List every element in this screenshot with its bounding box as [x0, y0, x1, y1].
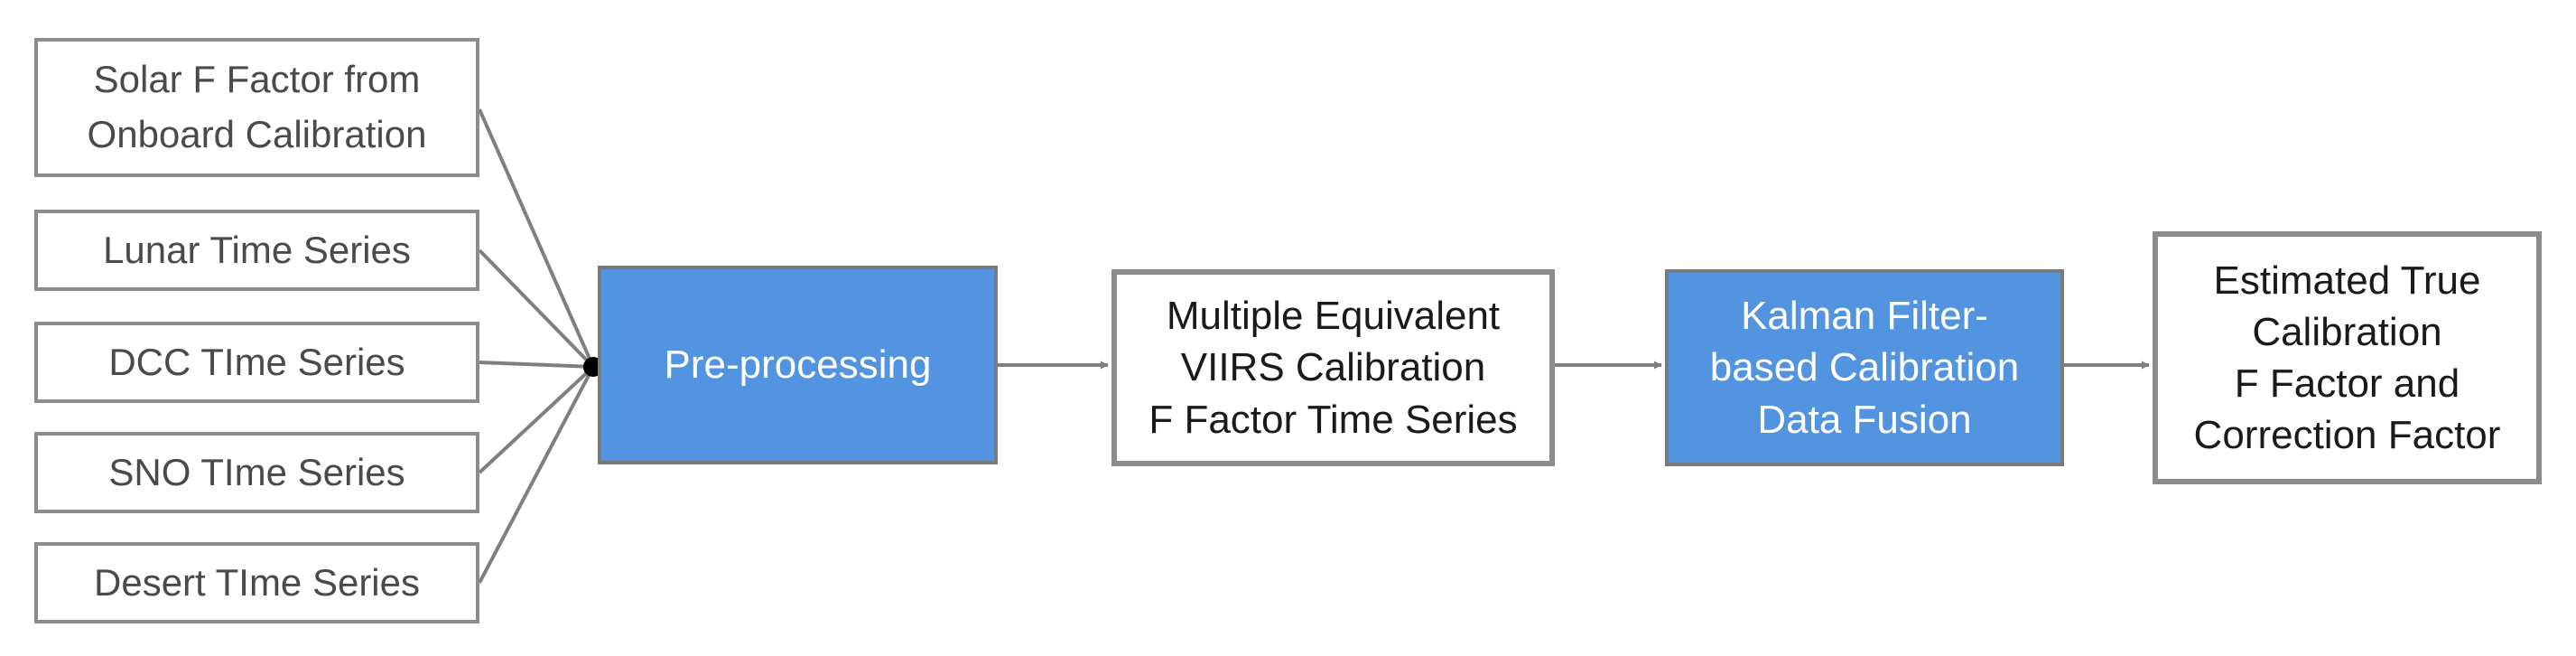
- kalman-fusion-label: Kalman Filter- based Calibration Data Fu…: [1709, 294, 2020, 442]
- preprocessing-label: Pre-processing: [664, 342, 932, 388]
- equivalent-series-label: Multiple Equivalent VIIRS Calibration F …: [1149, 294, 1518, 442]
- input-dcc-time-series: DCC TIme Series: [34, 322, 479, 403]
- kalman-fusion-step: Kalman Filter- based Calibration Data Fu…: [1665, 269, 2064, 466]
- input-sno-time-series-label: SNO TIme Series: [108, 450, 405, 493]
- input-lunar-time-series-label: Lunar Time Series: [103, 228, 411, 271]
- input-desert-time-series: Desert TIme Series: [34, 542, 479, 623]
- connector-dcc-to-junction: [479, 361, 594, 369]
- estimated-output-label: Estimated True Calibration F Factor and …: [2193, 258, 2501, 458]
- input-sno-time-series: SNO TIme Series: [34, 432, 479, 513]
- estimated-output-step: Estimated True Calibration F Factor and …: [2153, 231, 2542, 484]
- connector-lunar-to-junction: [478, 248, 595, 369]
- input-desert-time-series-label: Desert TIme Series: [94, 560, 420, 604]
- input-solar-f-factor: Solar F Factor from Onboard Calibration: [34, 38, 479, 177]
- connector-desert-to-junction: [478, 366, 595, 584]
- connector-solar-to-junction: [478, 108, 595, 368]
- input-lunar-time-series: Lunar Time Series: [34, 210, 479, 291]
- equivalent-series-step: Multiple Equivalent VIIRS Calibration F …: [1111, 269, 1555, 466]
- input-solar-f-factor-label: Solar F Factor from Onboard Calibration: [87, 58, 427, 155]
- input-dcc-time-series-label: DCC TIme Series: [108, 340, 405, 383]
- connector-sno-to-junction: [478, 365, 595, 474]
- preprocessing-step: Pre-processing: [598, 266, 998, 464]
